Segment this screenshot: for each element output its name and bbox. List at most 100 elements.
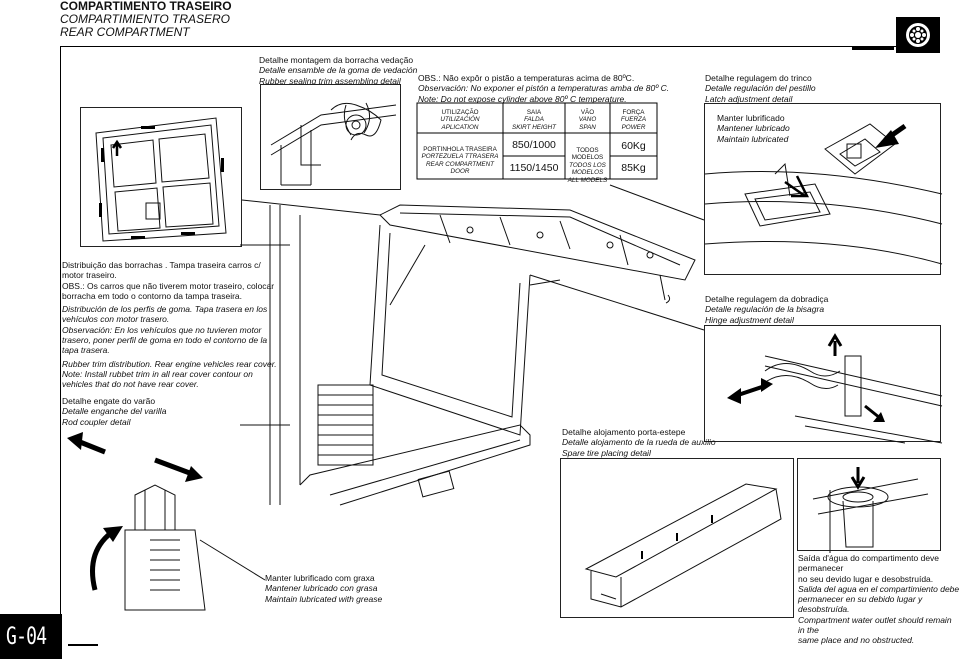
rubber-detail-en: Rubber sealing trim assembling detail (259, 75, 401, 86)
rear-cover-drawing (95, 117, 227, 242)
obs-caption: OBS.: Não expôr o pistão a temperaturas … (418, 73, 669, 104)
rubber-detail-es: Detalle ensamble de la goma de vedación (259, 65, 418, 76)
force-value-2: 85Kg (621, 162, 646, 174)
page-label-rule (68, 644, 98, 646)
latch-es: Detalle regulación del pestillo (705, 83, 816, 94)
col-use-es: UTILIZACIÓN (440, 116, 480, 124)
spare-tray-drawing (584, 483, 782, 608)
hinge-es: Detalle regulación de la bisagra (705, 304, 825, 315)
latch-lub-pt: Manter lubrificado (717, 113, 785, 123)
left-rule (60, 46, 61, 646)
bus-rear-drawing (240, 204, 696, 506)
water-pt-1: Saída d'água do compartimento deve perma… (798, 553, 940, 574)
rubber-detail-caption: Detalhe montagem da borracha vedação Det… (259, 55, 417, 86)
grease-pt: Manter lubrificado com graxa (265, 573, 375, 583)
row-use-es: PORTEZUELA TTRASERA (421, 153, 499, 161)
cover-detail-box (80, 107, 242, 247)
water-caption: Saída d'água do compartimento deve perma… (798, 553, 960, 646)
rd-pt-2: motor traseiro. (62, 270, 117, 281)
latch-en: Latch adjustment detail (705, 93, 793, 104)
spare-es: Detalle alojamento de la rueda de auxili… (562, 437, 716, 448)
col-use-en: APLICATION (441, 123, 479, 131)
col-skirt-es: FALDA (524, 116, 544, 124)
spec-table: UTILIZAÇÃO UTILIZACIÓN APLICATION SAIA F… (416, 102, 658, 184)
title-en: REAR COMPARTMENT (60, 25, 190, 39)
rd-es-4: trasero, poner perfil de goma en todo el… (62, 335, 268, 346)
latch-drawing (704, 123, 943, 265)
spec-table-frame (416, 102, 658, 180)
col-span-es: VANO (578, 116, 597, 124)
rod-coupler-drawing (67, 432, 206, 611)
rd-en-3: vehicles that do not have rear cover. (62, 379, 199, 390)
water-en-1: Compartment water outlet should remain i… (798, 614, 952, 636)
col-force-en: POWER (621, 123, 646, 131)
force-value-1: 60Kg (621, 140, 646, 152)
water-outlet-box (797, 458, 941, 551)
rd-es-5: tapa trasera. (62, 345, 110, 356)
obs-en: Note: Do not expose cylinder above 80º C… (418, 93, 627, 104)
spare-en: Spare tire placing detail (562, 447, 651, 458)
header-rule (60, 46, 940, 47)
rod-es: Detalle enganche del varilla (62, 406, 167, 417)
obs-pt: OBS.: Não expôr o pistão a temperaturas … (418, 73, 635, 83)
rubber-profile-drawing (270, 102, 397, 186)
col-force-header: FORÇA FUERZA POWER (610, 109, 657, 131)
section-logo (852, 17, 942, 57)
hinge-pt: Detalhe regulagem da dobradiça (705, 294, 829, 304)
page-label: G-04 (6, 622, 47, 650)
row-use-en: REAR COMPARTMENT DOOR (426, 160, 494, 176)
water-outlet-drawing (812, 467, 929, 548)
rod-en: Rod coupler detail (62, 416, 131, 427)
latch-lub-en: Maintain lubricated (717, 133, 789, 144)
rd-es-1: Distribución de los perfis de goma. Tapa… (62, 304, 268, 315)
col-skirt-header: SAIA FALDA SKIRT HEIGHT (503, 109, 565, 131)
span-models-pt: TODOS MODELOS (571, 147, 604, 162)
page-label-box (0, 614, 62, 659)
grease-es: Mantener lubricado con grasa (265, 583, 378, 594)
span-models: TODOS MODELOS TODOS LOS MODELOS ALL MODE… (565, 147, 610, 184)
spare-caption: Detalhe alojamento porta-estepe Detalle … (562, 427, 716, 458)
rubber-detail-pt: Detalhe montagem da borracha vedação (259, 55, 414, 65)
rd-en-2: Note: Install rubbet trim in all rear co… (62, 368, 253, 379)
hinge-detail-box (704, 325, 943, 444)
latch-caption: Detalhe regulagem do trinco Detalle regu… (705, 73, 816, 104)
col-span-pt: VÃO (580, 109, 595, 116)
water-es-2: permanecer en su debido lugar y desobstr… (798, 594, 923, 615)
grease-en: Maintain lubricated with grease (265, 593, 383, 604)
spare-tray-box (560, 458, 794, 618)
rod-caption: Detalhe engate do varão Detalle enganche… (62, 396, 166, 427)
row-use-pt: PORTINHOLA TRASEIRA (423, 146, 497, 153)
water-pt-2: no seu devido lugar e desobstruída. (798, 573, 934, 584)
latch-pt: Detalhe regulagem do trinco (705, 73, 812, 83)
rd-pt-4: borracha em todo o contorno da tampa tra… (62, 290, 243, 301)
row-use: PORTINHOLA TRASEIRA PORTEZUELA TTRASERA … (417, 146, 503, 176)
rubber-distribution-caption: Distribuição das borrachas . Tampa trase… (62, 260, 277, 390)
rd-es-2: vehículos con motor trasero. (62, 314, 170, 325)
col-force-es: FUERZA (620, 116, 647, 124)
latch-lub-caption: Manter lubrificado Mantener lubricado Ma… (717, 113, 790, 144)
grease-caption: Manter lubrificado com graxa Mantener lu… (265, 573, 382, 604)
page-header: COMPARTIMENTO TRASEIRO COMPARTIMIENTO TR… (60, 0, 232, 39)
obs-es: Observación: No exponer el pistón a temp… (418, 83, 670, 94)
rd-es-3: Observación: En los vehículos que no tuv… (62, 324, 262, 335)
hinge-caption: Detalhe regulagem da dobradiça Detalle r… (705, 294, 828, 325)
col-force-pt: FORÇA (622, 109, 645, 116)
rd-pt-1: Distribuição das borrachas . Tampa trase… (62, 260, 261, 270)
water-es-1: Salida del agua en el compartimiento deb… (798, 583, 960, 594)
col-span-en: SPAN (579, 123, 596, 131)
hinge-drawing (727, 333, 943, 444)
title-es: COMPARTIMIENTO TRASERO (60, 12, 231, 26)
col-skirt-en: SKIRT HEIGHT (512, 123, 556, 131)
latch-detail-box: Manter lubrificado Mantener lubricado Ma… (704, 103, 943, 275)
col-span-header: VÃO VANO SPAN (565, 109, 610, 131)
spare-pt: Detalhe alojamento porta-estepe (562, 427, 686, 437)
hinge-en: Hinge adjustment detail (705, 314, 794, 325)
rd-pt-3: OBS.: Os carros que não tiverem motor tr… (62, 280, 275, 291)
skirt-value-1: 850/1000 (512, 139, 556, 151)
span-models-en: ALL MODELS (567, 176, 608, 184)
rubber-profile-box (260, 84, 401, 190)
col-use-header: UTILIZAÇÃO UTILIZACIÓN APLICATION (417, 109, 503, 131)
latch-lub-es: Mantener lubricado (717, 123, 790, 134)
rd-en-1: Rubber trim distribution. Rear engine ve… (62, 358, 277, 369)
gear-icon (906, 23, 930, 47)
